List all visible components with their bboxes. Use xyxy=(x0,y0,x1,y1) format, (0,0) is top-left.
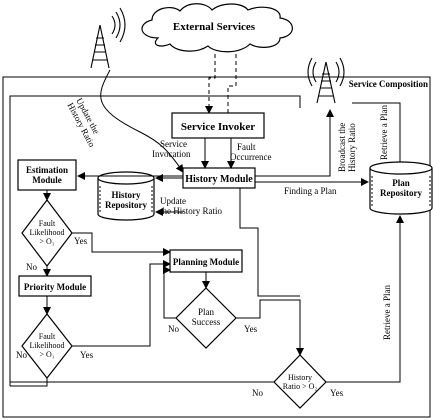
broadcast-arrow xyxy=(255,109,334,177)
invoker-cloud-link xyxy=(205,54,216,114)
service-composition-label: Service Composition xyxy=(349,79,428,89)
decision-2-no: No xyxy=(16,350,27,360)
plan-success-no: No xyxy=(168,324,179,334)
invoker-cloud-link-return xyxy=(227,54,237,113)
retrieve-plan-bottom-label: Retrieve a Plan xyxy=(382,285,392,340)
decision-2-yes-arrow xyxy=(72,260,171,347)
retrieve-plan-top-label: Retrieve a Plan xyxy=(379,105,389,160)
external-services-label: External Services xyxy=(173,21,256,33)
decision-2-no-line xyxy=(10,378,48,387)
plan-success-yes: Yes xyxy=(244,324,258,334)
plan-success-decision xyxy=(175,287,237,349)
decision-2-yes: Yes xyxy=(80,350,94,360)
history-to-ratio-line xyxy=(239,188,300,297)
external-services-cloud: External Services xyxy=(141,3,293,53)
service-invoker-label: Service Invoker xyxy=(181,121,255,133)
plan-success-yes-arrow xyxy=(236,299,304,356)
left-return-loop xyxy=(9,95,301,386)
update-history-ratio-top-label: Update theHistory Ratio xyxy=(65,96,106,149)
broadcast-label: Broadcast theHistory Ratio xyxy=(337,123,357,172)
priority-module-box xyxy=(18,275,92,297)
history-ratio-decision xyxy=(273,354,327,409)
antenna-icon xyxy=(307,57,345,104)
history-module-label: History Module xyxy=(185,174,253,185)
history-ratio-yes: Yes xyxy=(330,388,344,398)
history-ratio-no: No xyxy=(252,388,263,398)
priority-module-label: Priority Module xyxy=(24,282,86,292)
plan-success-no-arrow xyxy=(163,266,176,319)
service-invoker-box xyxy=(171,112,265,139)
service-composition-frame xyxy=(2,76,431,418)
retrieve-plan-top-arrow xyxy=(352,102,401,162)
finding-plan-label: Finding a Plan xyxy=(284,186,337,196)
history-ratio-yes-arrow xyxy=(326,215,404,383)
update-history-ratio-arrow xyxy=(100,69,184,173)
decision-1-no: No xyxy=(26,262,37,272)
planning-module-label: Planning Module xyxy=(173,257,239,267)
decision-1-yes-arrow xyxy=(72,232,171,256)
antenna-icon xyxy=(90,7,126,69)
decision-1-yes: Yes xyxy=(74,236,88,246)
